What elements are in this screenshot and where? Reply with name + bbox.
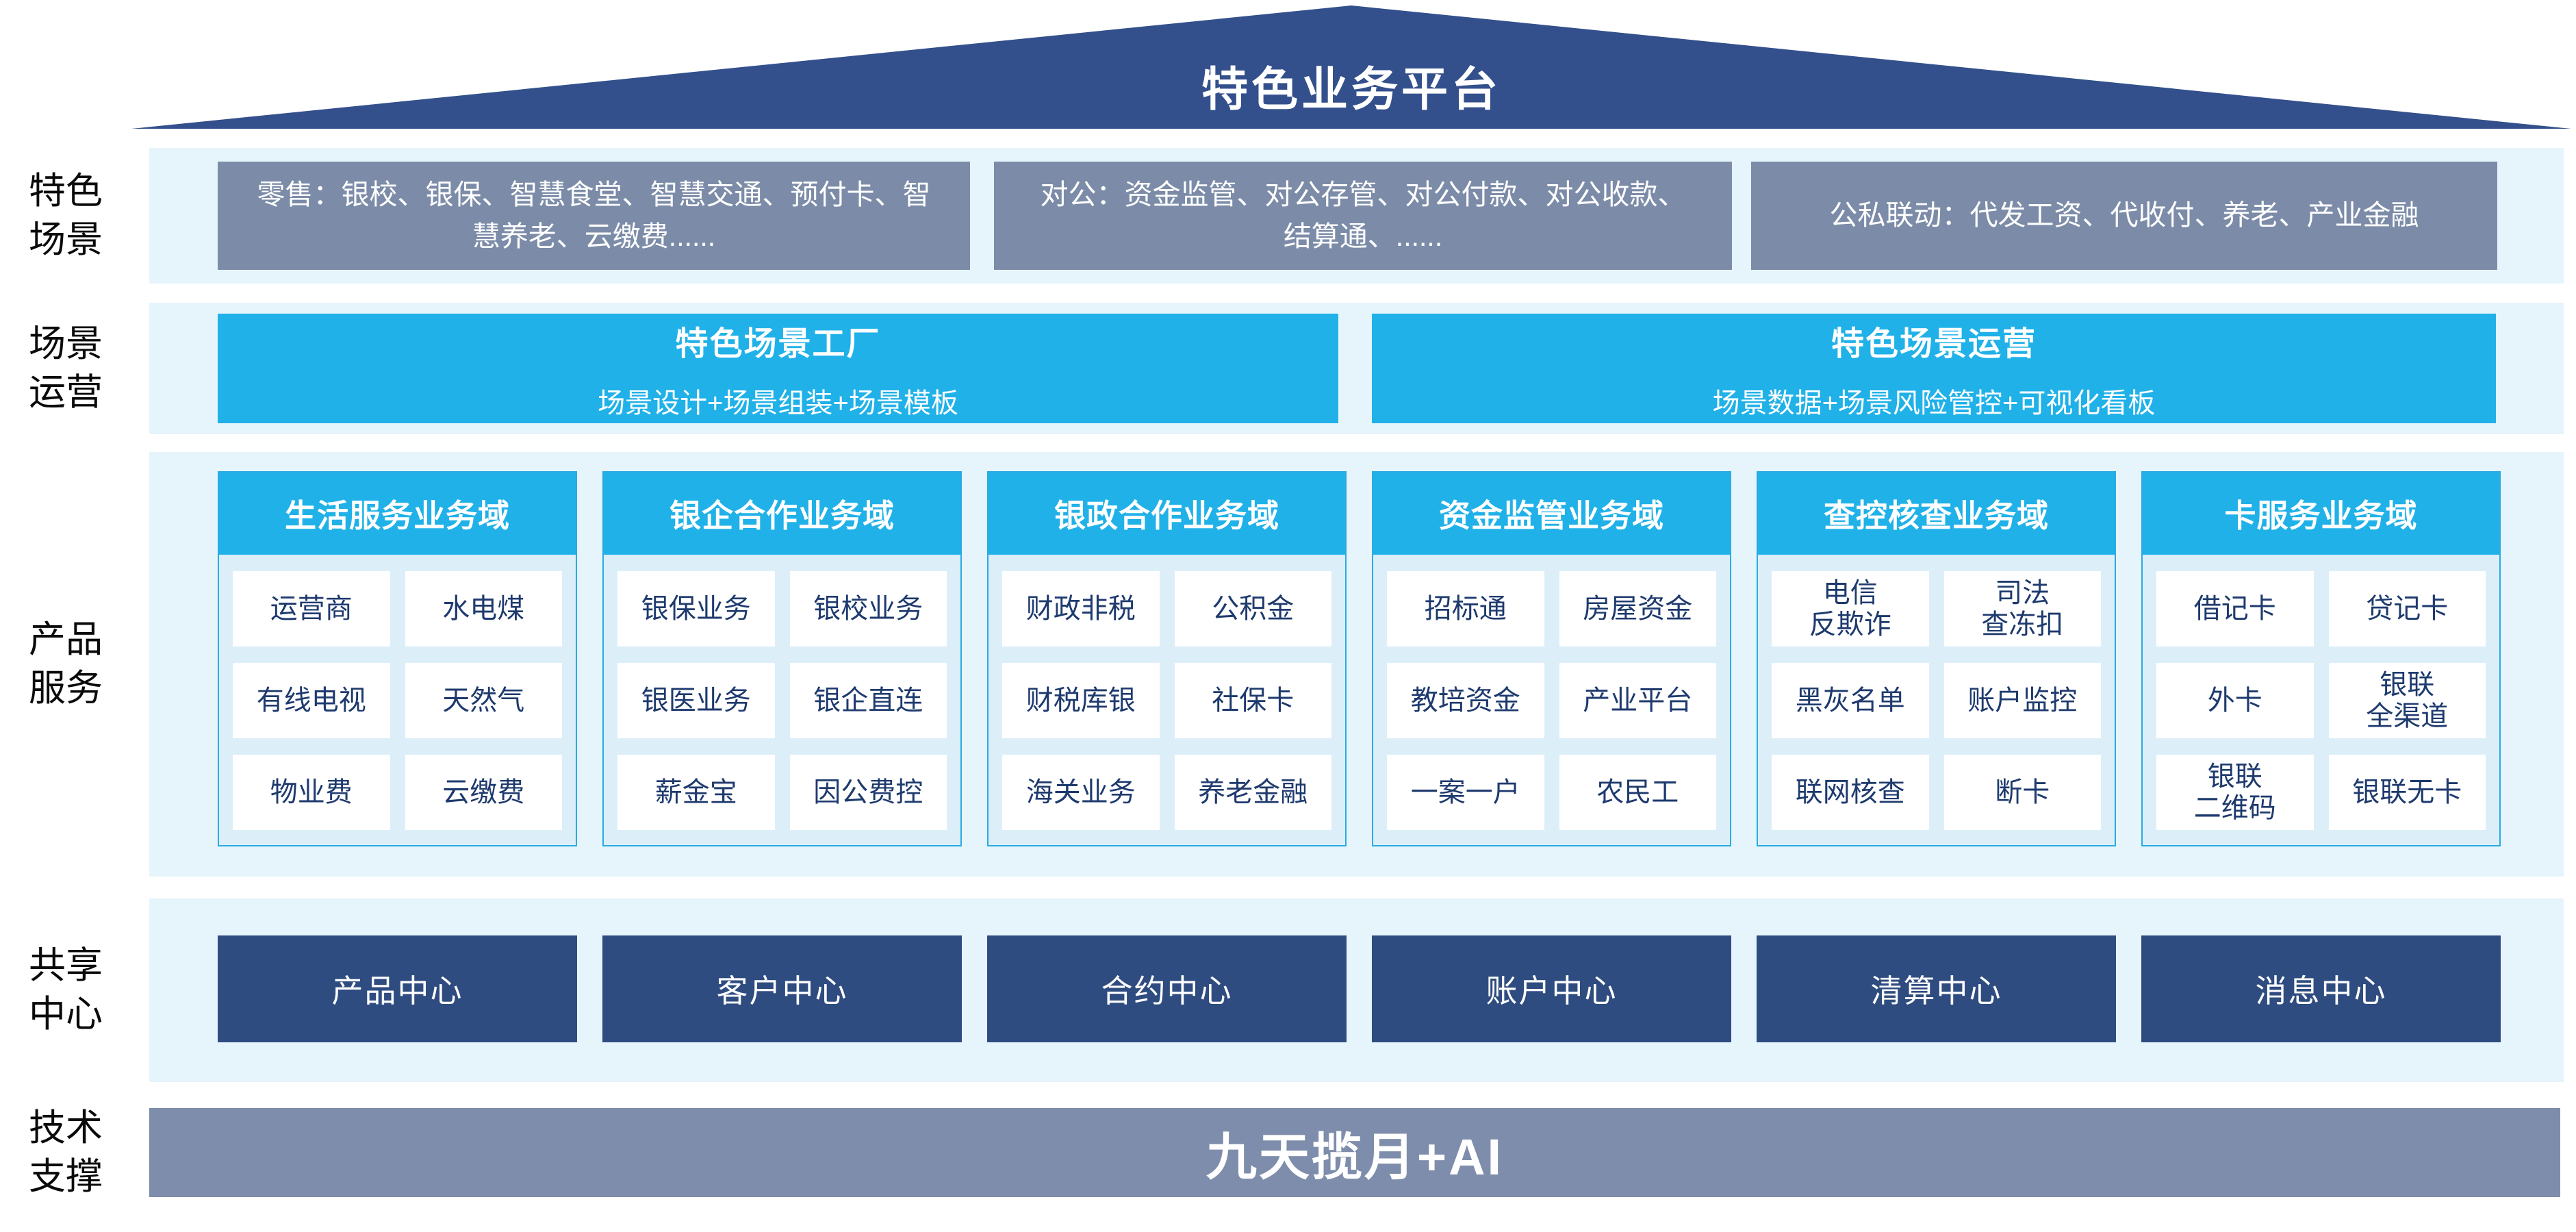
operation-box-scenario-operation: 特色场景运营 场景数据+场景风险管控+可视化看板	[1372, 314, 2496, 423]
product-cell: 云缴费	[405, 755, 562, 830]
product-column-card-services: 卡服务业务域 借记卡 贷记卡 外卡 银联 全渠道 银联 二维码 银联无卡	[2141, 471, 2501, 846]
center-box-clearing: 清算中心	[1757, 935, 2116, 1042]
product-cell: 财政非税	[1002, 571, 1160, 646]
operation-strip: 特色场景工厂 场景设计+场景组装+场景模板 特色场景运营 场景数据+场景风险管控…	[149, 303, 2564, 434]
product-cell: 公积金	[1174, 571, 1331, 646]
product-cell: 断卡	[1943, 755, 2101, 830]
product-cell: 一案一户	[1387, 755, 1544, 830]
product-cell: 银联无卡	[2328, 755, 2486, 830]
product-column-body: 运营商 水电煤 有线电视 天然气 物业费 云缴费	[219, 555, 576, 846]
center-box-message: 消息中心	[2141, 935, 2501, 1042]
product-cell: 财税库银	[1002, 663, 1160, 738]
product-cell: 借记卡	[2156, 571, 2314, 646]
tech-support-title: 九天揽月+AI	[1206, 1128, 1504, 1185]
product-column-body: 电信 反欺诈 司法 查冻扣 黑灰名单 账户监控 联网核查 断卡	[1758, 555, 2115, 846]
operation-box-scenario-factory: 特色场景工厂 场景设计+场景组装+场景模板	[218, 314, 1338, 423]
product-cell: 银校业务	[789, 571, 947, 646]
scenario-strip: 零售：银校、银保、智慧食堂、智慧交通、预付卡、智慧养老、云缴费...... 对公…	[149, 148, 2564, 284]
product-cell: 外卡	[2156, 663, 2314, 738]
product-cell: 因公费控	[789, 755, 947, 830]
product-column-body: 财政非税 公积金 财税库银 社保卡 海关业务 养老金融	[989, 555, 1345, 846]
operation-box-title: 特色场景工厂	[675, 326, 881, 362]
product-cell: 银联 全渠道	[2328, 663, 2486, 738]
product-cell: 运营商	[233, 571, 390, 646]
product-cell: 银保业务	[617, 571, 775, 646]
product-cell: 贷记卡	[2328, 571, 2486, 646]
product-cell: 有线电视	[233, 663, 390, 738]
product-cell: 黑灰名单	[1772, 663, 1929, 738]
product-cell: 教培资金	[1387, 663, 1544, 738]
product-column-header: 资金监管业务域	[1373, 473, 1730, 555]
side-label-tech-support: 技术 支撑	[29, 1107, 103, 1197]
product-column-body: 招标通 房屋资金 教培资金 产业平台 一案一户 农民工	[1373, 555, 1730, 846]
product-cell: 天然气	[405, 663, 562, 738]
operation-box-title: 特色场景运营	[1831, 326, 2037, 362]
product-cell: 房屋资金	[1559, 571, 1716, 646]
product-cell: 账户监控	[1943, 663, 2101, 738]
product-column-header: 卡服务业务域	[2143, 473, 2499, 555]
side-label-scenarios: 特色 场景	[29, 170, 103, 260]
product-column-bank-enterprise: 银企合作业务域 银保业务 银校业务 银医业务 银企直连 薪金宝 因公费控	[602, 471, 962, 846]
product-column-inspection-verification: 查控核查业务域 电信 反欺诈 司法 查冻扣 黑灰名单 账户监控 联网核查 断卡	[1757, 471, 2116, 846]
center-box-account: 账户中心	[1372, 935, 1731, 1042]
side-label-operations: 场景 运营	[29, 323, 103, 413]
product-column-fund-supervision: 资金监管业务域 招标通 房屋资金 教培资金 产业平台 一案一户 农民工	[1372, 471, 1731, 846]
shared-center-strip: 产品中心 客户中心 合约中心 账户中心 清算中心 消息中心	[149, 898, 2564, 1082]
product-cell: 物业费	[233, 755, 390, 830]
side-label-products: 产品 服务	[29, 618, 103, 709]
product-cell: 招标通	[1387, 571, 1544, 646]
product-cell: 薪金宝	[617, 755, 775, 830]
side-label-shared-centers: 共享 中心	[29, 944, 103, 1035]
scenario-box-public-private: 公私联动：代发工资、代收付、养老、产业金融	[1751, 162, 2497, 270]
product-cell: 社保卡	[1174, 663, 1331, 738]
product-column-bank-government: 银政合作业务域 财政非税 公积金 财税库银 社保卡 海关业务 养老金融	[987, 471, 1347, 846]
product-cell: 电信 反欺诈	[1772, 571, 1929, 646]
product-cell: 海关业务	[1002, 755, 1160, 830]
center-box-customer: 客户中心	[602, 935, 962, 1042]
product-cell: 农民工	[1559, 755, 1716, 830]
scenario-box-corporate: 对公：资金监管、对公存管、对公付款、对公收款、结算通、......	[994, 162, 1732, 270]
center-box-product: 产品中心	[218, 935, 577, 1042]
product-cell: 司法 查冻扣	[1943, 571, 2101, 646]
operation-box-subtitle: 场景数据+场景风险管控+可视化看板	[1712, 388, 2156, 418]
product-cell: 银医业务	[617, 663, 775, 738]
product-cell: 联网核查	[1772, 755, 1929, 830]
product-column-header: 查控核查业务域	[1758, 473, 2115, 555]
product-column-body: 借记卡 贷记卡 外卡 银联 全渠道 银联 二维码 银联无卡	[2143, 555, 2499, 846]
product-column-body: 银保业务 银校业务 银医业务 银企直连 薪金宝 因公费控	[604, 555, 960, 846]
product-column-header: 生活服务业务域	[219, 473, 576, 555]
scenario-box-retail: 零售：银校、银保、智慧食堂、智慧交通、预付卡、智慧养老、云缴费......	[218, 162, 970, 270]
product-strip: 生活服务业务域 运营商 水电煤 有线电视 天然气 物业费 云缴费 银企合作业务域…	[149, 452, 2564, 877]
platform-title: 特色业务平台	[1201, 64, 1501, 116]
product-column-header: 银政合作业务域	[989, 473, 1345, 555]
product-cell: 银企直连	[789, 663, 947, 738]
roof-banner: 特色业务平台	[131, 5, 2571, 129]
product-column-header: 银企合作业务域	[604, 473, 960, 555]
tech-support-bar: 九天揽月+AI	[149, 1108, 2560, 1197]
product-cell: 银联 二维码	[2156, 755, 2314, 830]
product-cell: 养老金融	[1174, 755, 1331, 830]
center-box-contract: 合约中心	[987, 935, 1347, 1042]
operation-box-subtitle: 场景设计+场景组装+场景模板	[598, 388, 958, 418]
product-cell: 水电煤	[405, 571, 562, 646]
product-cell: 产业平台	[1559, 663, 1716, 738]
product-column-life-services: 生活服务业务域 运营商 水电煤 有线电视 天然气 物业费 云缴费	[218, 471, 577, 846]
